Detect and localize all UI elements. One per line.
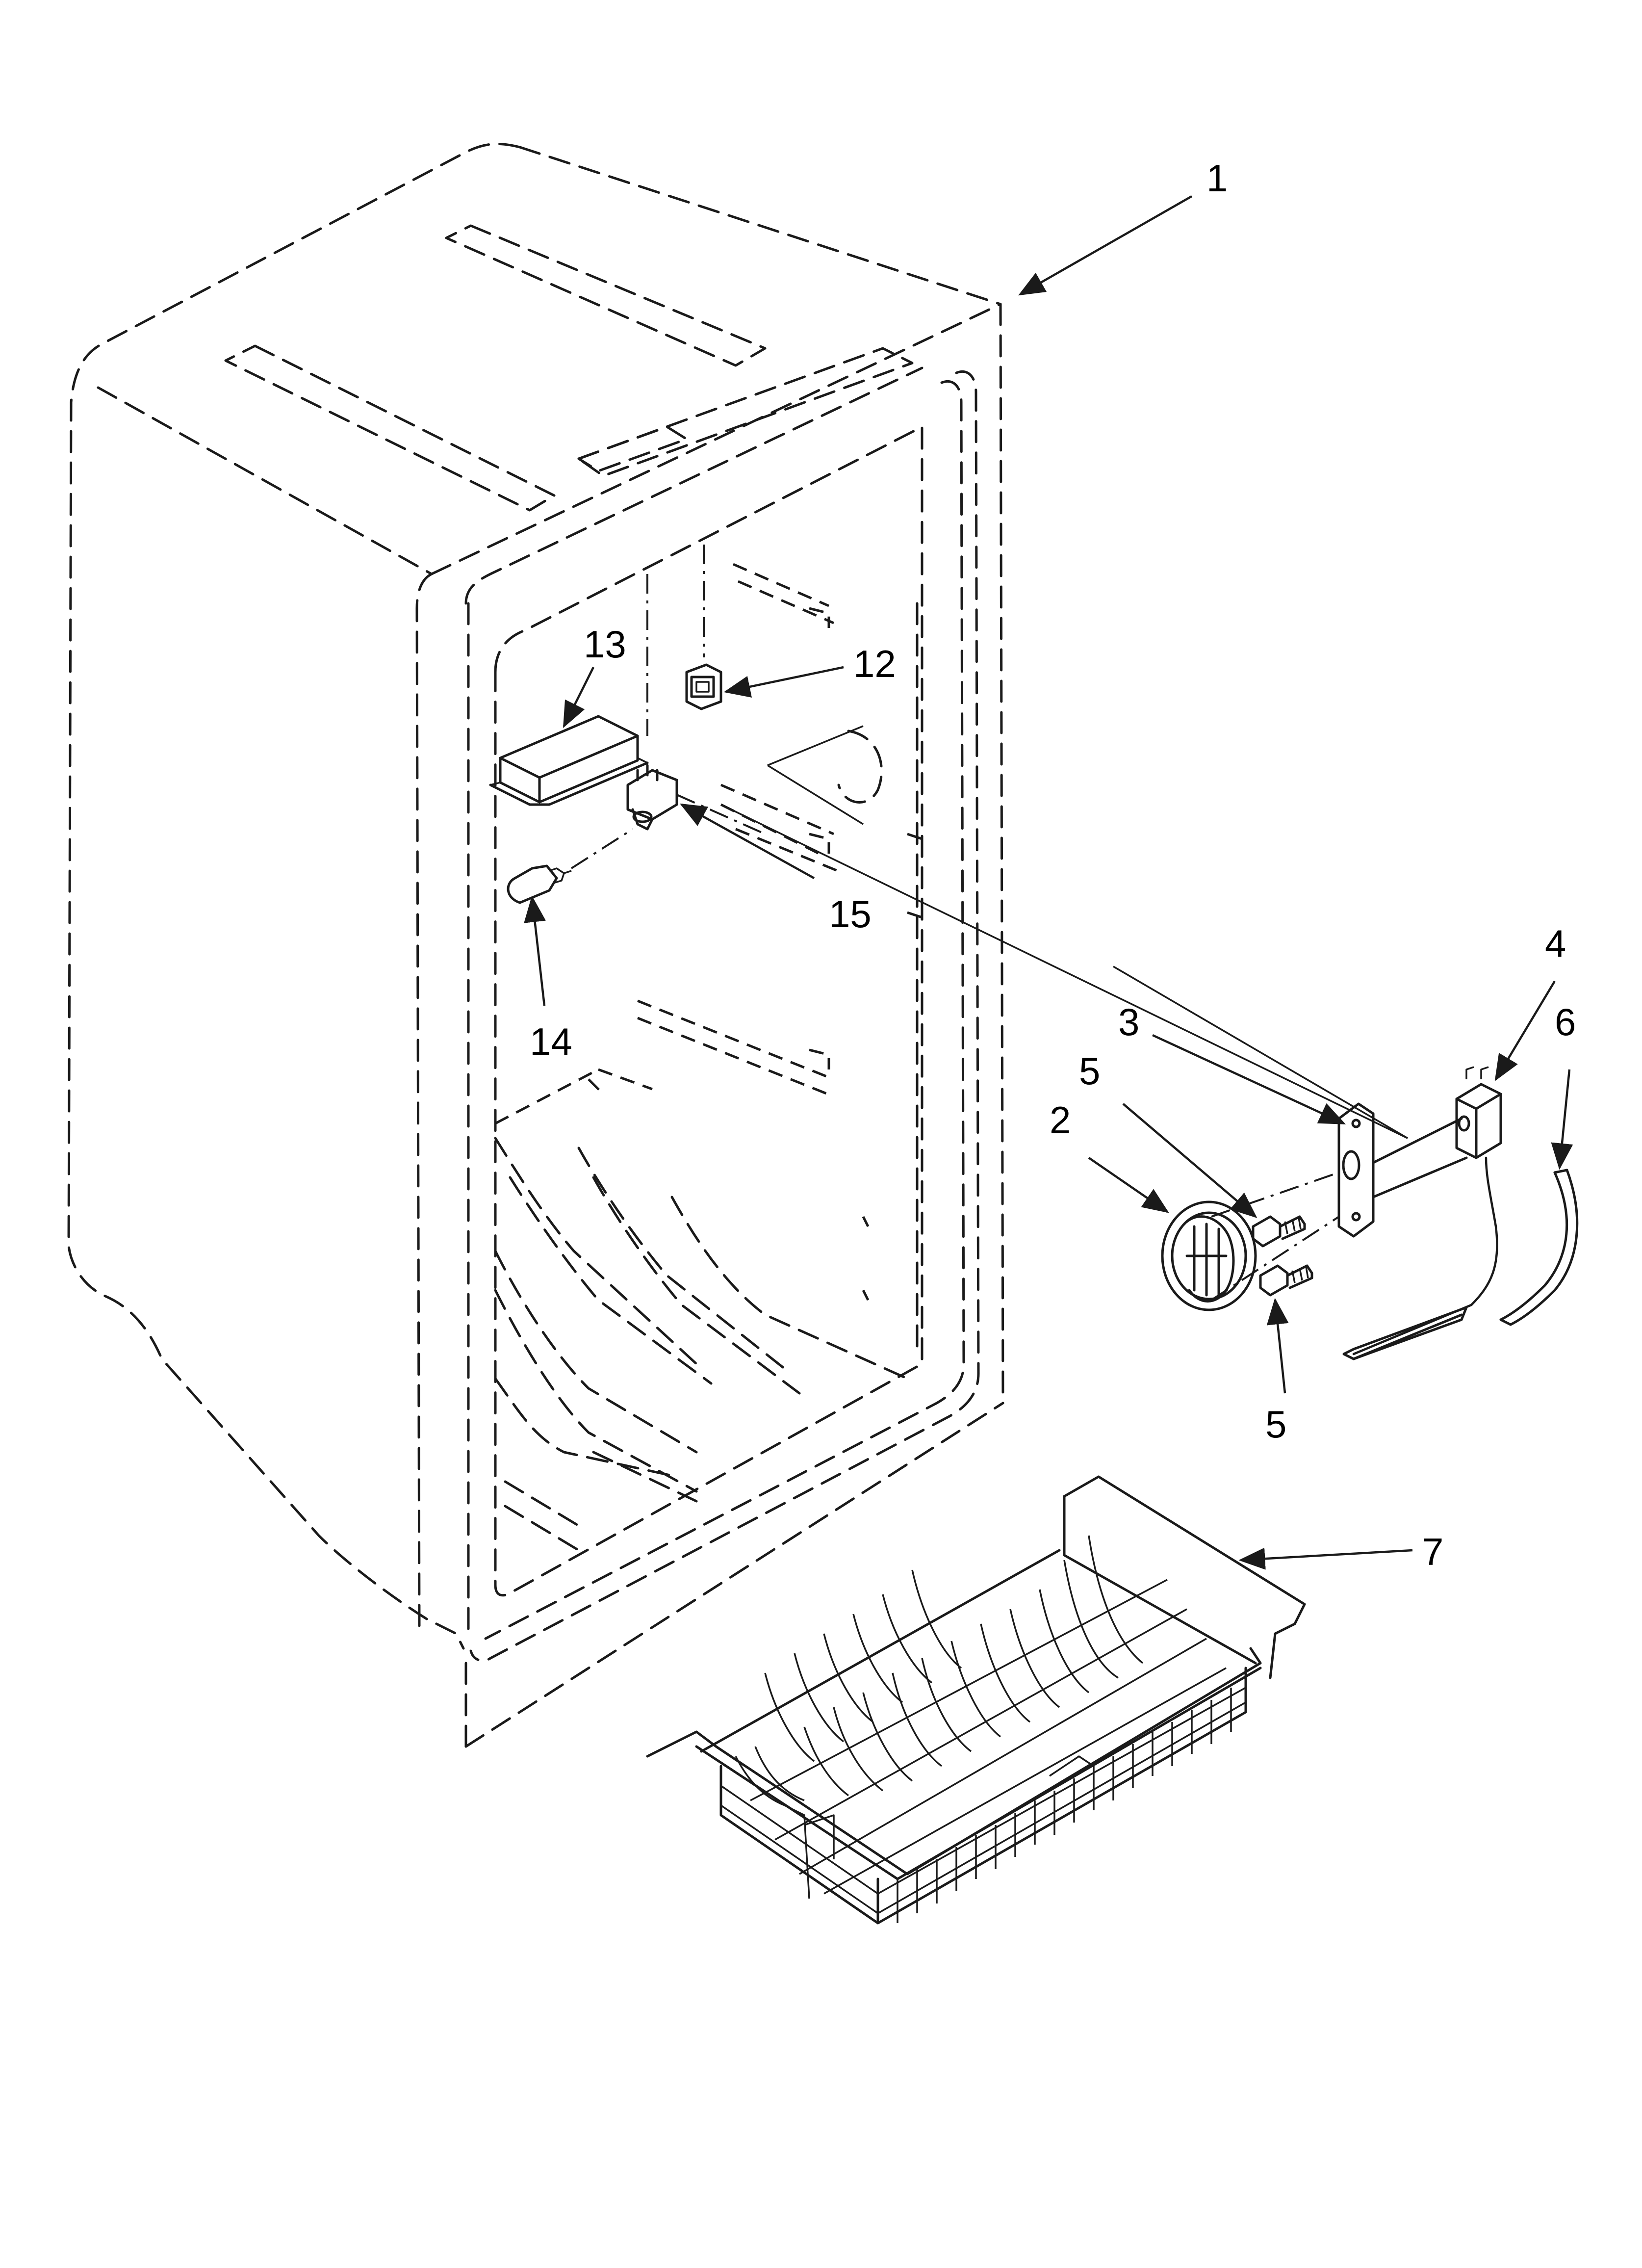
part-6-tube: [1499, 1169, 1579, 1326]
part-13-light-housing: [489, 574, 649, 806]
leader-3: [1152, 1034, 1346, 1125]
part-2-knob: [1161, 1172, 1340, 1311]
part-3-bracket: [1337, 1102, 1468, 1238]
callout-7: 7: [1422, 1530, 1443, 1573]
leader-13: [563, 666, 595, 729]
leader-7: [1238, 1547, 1413, 1570]
leader-2: [1088, 1157, 1169, 1213]
callout-15: 15: [829, 892, 872, 936]
callout-5-upper: 5: [1079, 1049, 1100, 1093]
callout-1: 1: [1206, 156, 1228, 200]
part-7-wire-basket: [646, 1475, 1306, 1925]
callout-6: 6: [1555, 1000, 1576, 1043]
leader-12: [723, 666, 844, 698]
leader-4: [1494, 980, 1556, 1081]
leader-5a: [1122, 1103, 1257, 1218]
leader-lines: [524, 195, 1573, 1570]
part-4-thermostat: [1342, 1066, 1502, 1360]
leader-1: [1018, 195, 1193, 296]
leader-6: [1551, 1069, 1573, 1170]
part-5-screw-upper: [1252, 1215, 1306, 1248]
callout-12: 12: [853, 642, 896, 685]
callout-5-lower: 5: [1265, 1403, 1286, 1446]
callout-2: 2: [1050, 1098, 1071, 1142]
leader-15: [680, 803, 815, 879]
control-capillary: [720, 803, 1408, 1139]
leader-5b: [1266, 1298, 1289, 1394]
part-12-switch: [685, 545, 722, 710]
callout-13: 13: [584, 623, 626, 666]
part-5-screw-lower: [1259, 1264, 1313, 1297]
cabinet-outline: [67, 143, 1004, 1748]
part-14-light-bulb: [507, 828, 634, 904]
callout-4: 4: [1545, 922, 1566, 965]
callout-14: 14: [530, 1020, 572, 1063]
callout-labels: 1 2 3 4 5 5 6 7 12 13 14 15: [530, 156, 1576, 1573]
callout-3: 3: [1118, 1000, 1139, 1043]
part-15-light-socket: [626, 764, 766, 835]
leader-14: [524, 895, 546, 1006]
